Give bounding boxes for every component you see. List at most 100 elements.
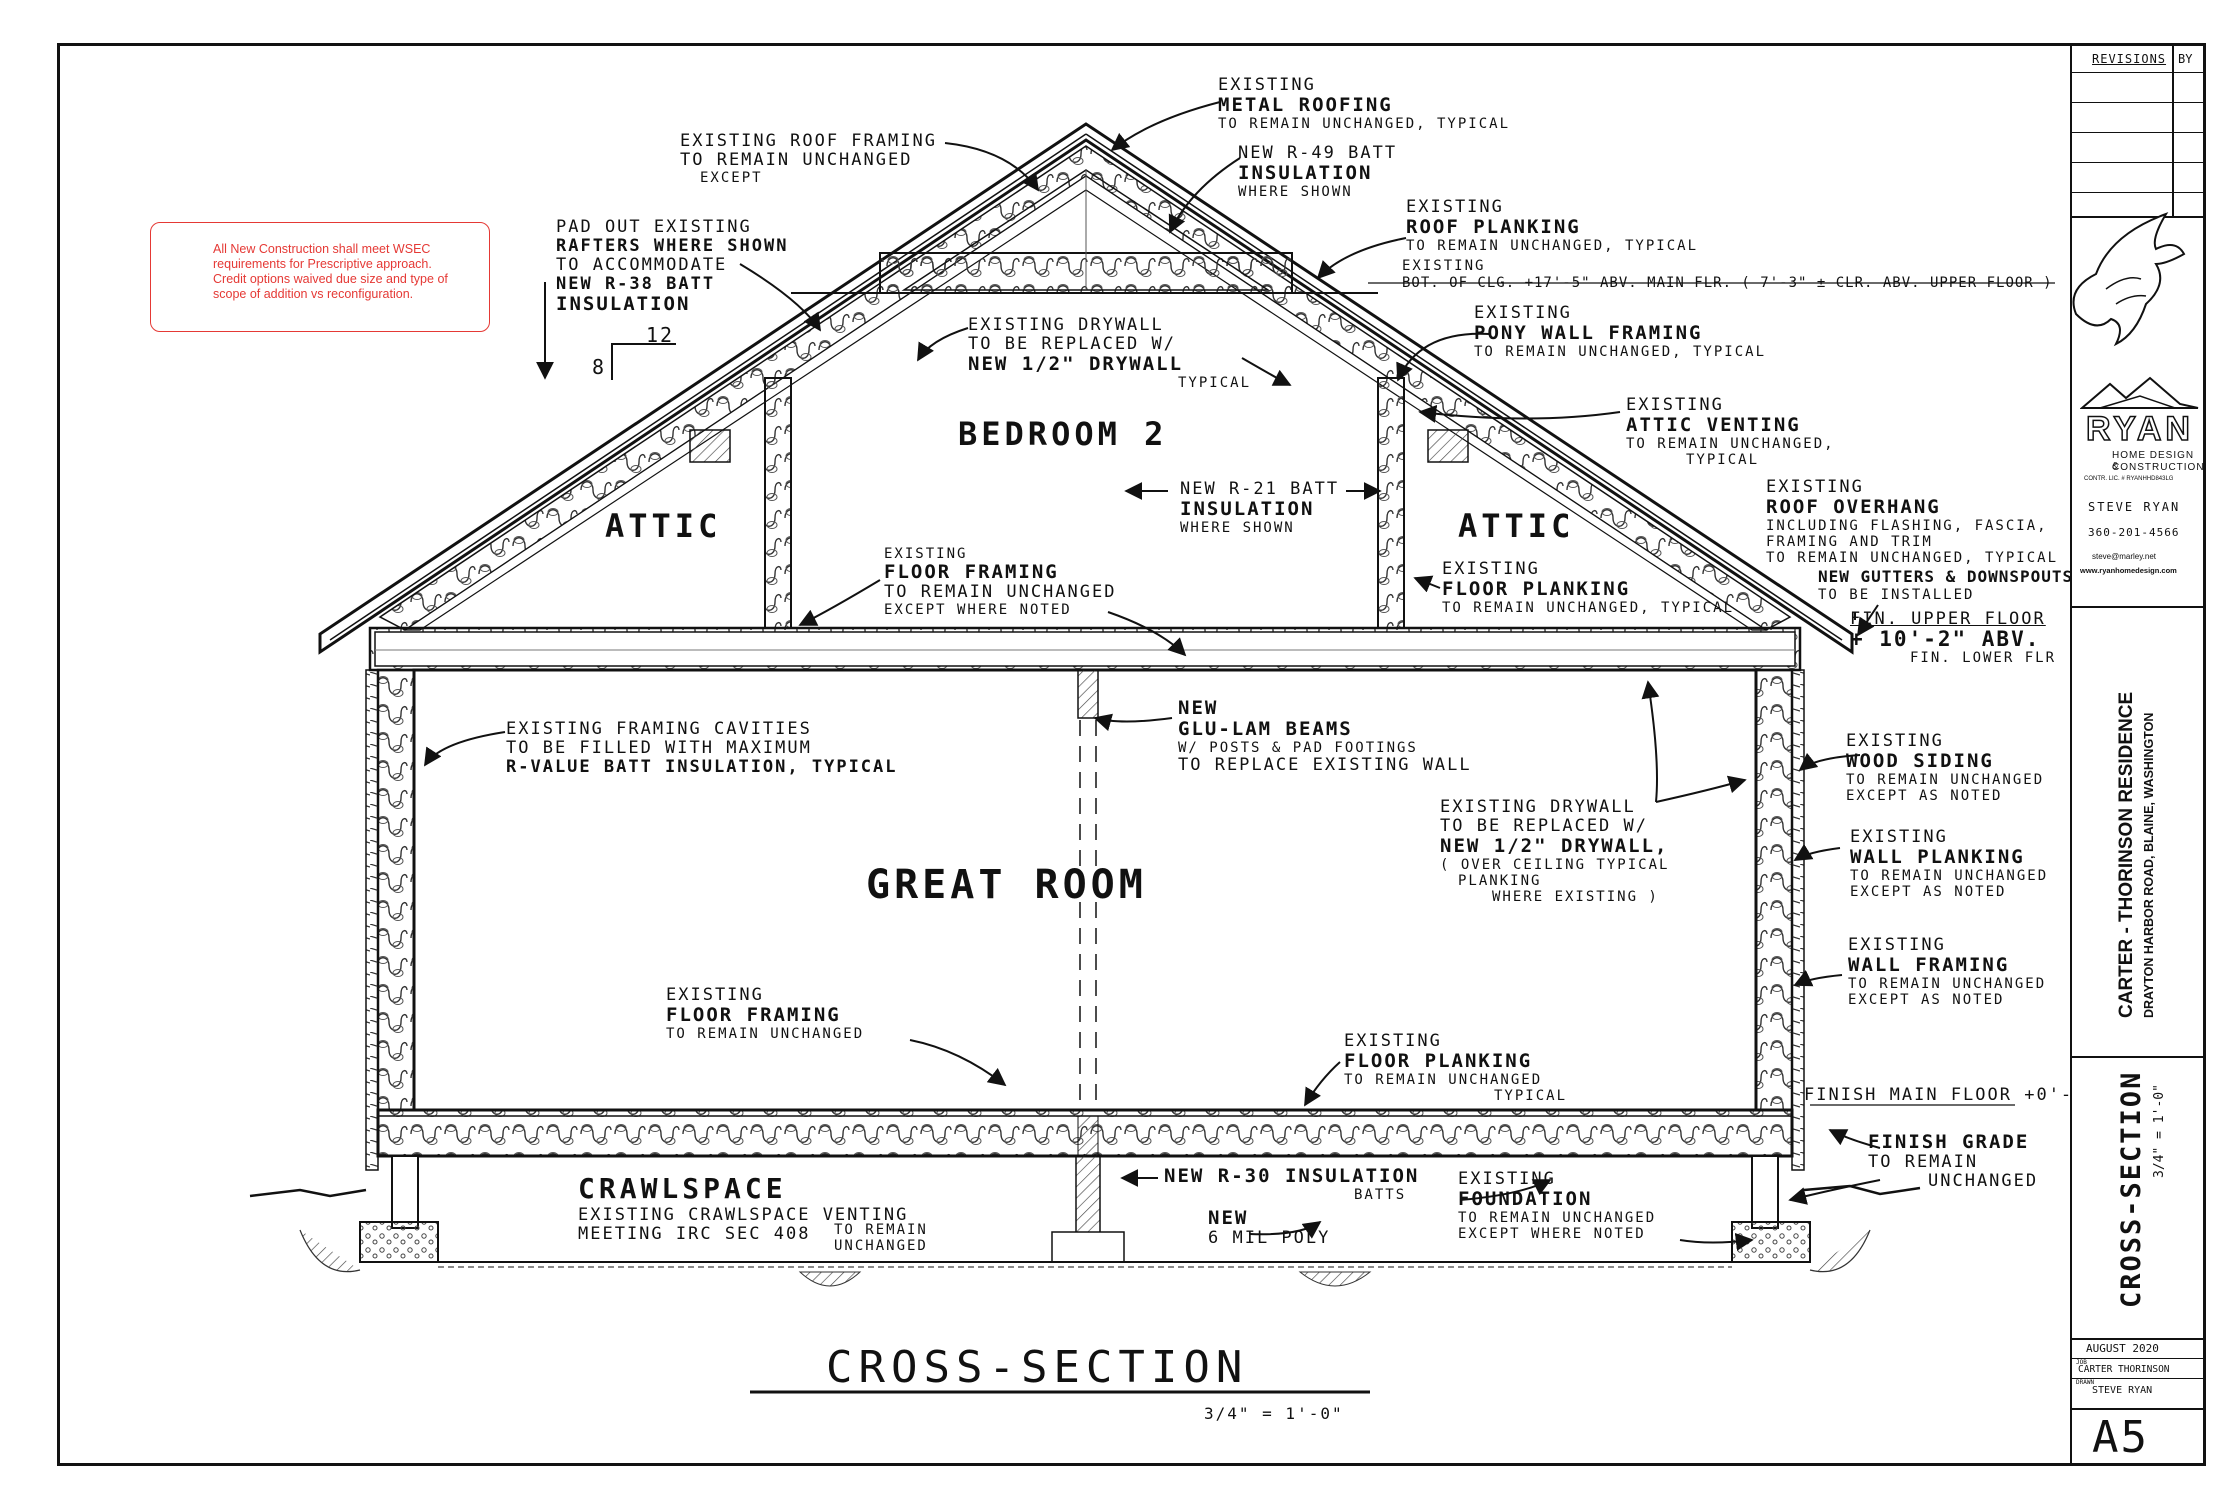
note-line: WHERE EXISTING ) (1492, 889, 1659, 905)
note-line: WHERE SHOWN (1238, 184, 1353, 200)
note-line: NEW (1208, 1207, 1249, 1229)
note-line: MEETING IRC SEC 408 (578, 1224, 811, 1244)
note-line: NEW 1/2" DRYWALL (968, 353, 1184, 375)
note-finish-main-floor: FINISH MAIN FLOOR +0'-0" (1804, 1086, 2098, 1105)
note-line: TO REMAIN UNCHANGED (1458, 1210, 1657, 1226)
note-line: FINISH MAIN FLOOR +0'-0" (1804, 1085, 2098, 1105)
note-line: TYPICAL (1494, 1088, 1568, 1104)
note-line: EXISTING DRYWALL (1440, 797, 1636, 817)
roof-pitch-symbol (611, 343, 676, 380)
note-line: EXCEPT WHERE NOTED (884, 602, 1072, 618)
note-line: TO BE REPLACED W/ (1440, 816, 1648, 836)
note-line: TO BE FILLED WITH MAXIMUM (506, 738, 812, 758)
note-line: TO REMAIN UNCHANGED, TYPICAL (1218, 116, 1511, 132)
floor-and-foundation (249, 1108, 1921, 1287)
note-line: TO REMAIN UNCHANGED, TYPICAL (1474, 344, 1767, 360)
wsec-line: scope of addition vs reconfiguration. (213, 287, 414, 301)
note-line: R-VALUE BATT INSULATION, TYPICAL (506, 757, 898, 777)
note-line: W/ POSTS & PAD FOOTINGS (1178, 740, 1418, 756)
note-line: + 10'-2" ABV. (1850, 627, 2041, 651)
pitch-rise: 8 (592, 355, 607, 379)
note-r21-insulation: NEW R-21 BATT INSULATION WHERE SHOWN (1180, 480, 1339, 537)
note-floor-planking-main: EXISTING FLOOR PLANKING TO REMAIN UNCHAN… (1344, 1032, 1568, 1105)
leader-arrows (424, 101, 1881, 1251)
note-floor-framing-upper: EXISTING FLOOR FRAMING TO REMAIN UNCHANG… (884, 546, 1116, 618)
room-label-attic-left: ATTIC (605, 507, 722, 545)
note-line: FIN. UPPER FLOOR (1850, 609, 2046, 629)
note-wall-planking: EXISTING WALL PLANKING TO REMAIN UNCHANG… (1850, 827, 2048, 901)
note-finish-grade: FINISH GRADE TO REMAIN UNCHANGED (1868, 1132, 2038, 1191)
note-line: EXISTING (1850, 827, 1948, 847)
note-r30-insulation: NEW R-30 INSULATION BATTS (1164, 1166, 1419, 1204)
note-line: TO REMAIN (834, 1222, 928, 1238)
note-line: EXCEPT AS NOTED (1848, 992, 2005, 1008)
note-line: ( OVER CEILING TYPICAL (1440, 857, 1670, 873)
upper-floor-structure (368, 169, 1802, 672)
note-line: FOUNDATION (1458, 1188, 1593, 1210)
sheet-number: A5 (2092, 1412, 2149, 1463)
note-line: TO REMAIN UNCHANGED, TYPICAL (1442, 600, 1735, 616)
job-label: JOB (2076, 1359, 2087, 1366)
note-line: RAFTERS WHERE SHOWN (556, 236, 789, 256)
project-box: CARTER - THORINSON RESIDENCE DRAYTON HAR… (2072, 606, 2203, 1056)
mountain-logo (2080, 376, 2199, 409)
note-line: EXISTING (1406, 197, 1504, 217)
note-glulam-beams: NEW GLU-LAM BEAMS W/ POSTS & PAD FOOTING… (1178, 698, 1472, 775)
company-name: RYAN (2085, 409, 2194, 449)
wsec-line: Credit options waived due size and type … (213, 272, 448, 286)
note-line: EXISTING CRAWLSPACE VENTING (578, 1205, 909, 1225)
note-line: NEW R-49 BATT (1238, 143, 1398, 163)
note-line: NEW 1/2" DRYWALL, (1440, 835, 1669, 857)
company-box: RYAN HOME DESIGN & CONSTRUCTION CONTR. L… (2072, 376, 2205, 606)
company-license: CONTR. LIC. # RYANHHD843LG (2084, 476, 2174, 482)
drawing-date: AUGUST 2020 (2086, 1342, 2159, 1355)
note-r49-insulation: NEW R-49 BATT INSULATION WHERE SHOWN (1238, 143, 1398, 201)
title-block: REVISIONS BY RYAN HOME DESIGN & CONSTRUC… (2070, 43, 2206, 1466)
note-floor-planking-upper: EXISTING FLOOR PLANKING TO REMAIN UNCHAN… (1442, 560, 1735, 617)
note-line: WALL FRAMING (1848, 954, 2010, 976)
note-line: BOT. OF CLG. +17'-5" ABV. MAIN FLR. ( 7'… (1402, 275, 2053, 291)
designer-phone: 360-201-4566 (2088, 526, 2180, 539)
note-roof-overhang: EXISTING ROOF OVERHANG INCLUDING FLASHIN… (1766, 478, 2074, 604)
project-address: DRAYTON HARBOR ROAD, BLAINE, WASHINGTON (2142, 712, 2156, 1018)
note-line: EXISTING (1626, 395, 1724, 415)
note-line: TYPICAL (1686, 452, 1760, 468)
note-line: UNCHANGED (1928, 1171, 2039, 1191)
drawing-scale: 3/4" = 1'-0" (1204, 1404, 1344, 1423)
note-wood-siding: EXISTING WOOD SIDING TO REMAIN UNCHANGED… (1846, 731, 2045, 805)
note-line: EXISTING (1218, 75, 1316, 95)
room-label-great-room: GREAT ROOM (866, 862, 1147, 908)
note-line: TO REMAIN UNCHANGED, (1626, 436, 1835, 452)
drawing-title: CROSS-SECTION (826, 1342, 1249, 1393)
note-line: TO REMAIN UNCHANGED (1846, 772, 2045, 788)
note-crawlspace-venting-remain: TO REMAIN UNCHANGED (834, 1222, 928, 1254)
note-roof-framing: EXISTING ROOF FRAMING TO REMAIN UNCHANGE… (680, 131, 937, 187)
sheet-title: CROSS-SECTION (2116, 1070, 2147, 1308)
note-line: ROOF PLANKING (1406, 216, 1581, 238)
note-line: FLOOR FRAMING (666, 1004, 841, 1026)
note-line: INSULATION (1180, 498, 1315, 520)
designer-name: STEVE RYAN (2088, 500, 2181, 514)
wsec-line: requirements for Prescriptive approach. (213, 257, 432, 271)
note-pony-wall: EXISTING PONY WALL FRAMING TO REMAIN UNC… (1474, 304, 1767, 361)
note-line: EXISTING ROOF FRAMING (680, 131, 937, 151)
company-sub1: HOME DESIGN & (2112, 450, 2195, 472)
note-line: TO REMAIN UNCHANGED (666, 1026, 865, 1042)
note-line: TYPICAL (1178, 375, 1252, 391)
note-line: ATTIC VENTING (1626, 414, 1801, 436)
note-line: EXISTING (1846, 731, 1944, 751)
note-line: TO REMAIN UNCHANGED (1848, 976, 2047, 992)
revisions-by-label: BY (2178, 52, 2193, 66)
company-sub2: CONSTRUCTION (2112, 462, 2205, 473)
note-line: NEW GUTTERS & DOWNSPOUTS (1818, 567, 2074, 586)
note-line: EXCEPT AS NOTED (1850, 884, 2007, 900)
note-line: TO REMAIN UNCHANGED (680, 150, 913, 170)
sheet-title-box: CROSS-SECTION 3/4" = 1'-0" (2072, 1056, 2203, 1338)
sheet-number-box: A5 (2072, 1408, 2203, 1466)
note-wall-framing: EXISTING WALL FRAMING TO REMAIN UNCHANGE… (1848, 936, 2047, 1009)
sheet-scale: 3/4" = 1'-0" (2152, 1084, 2167, 1178)
note-line: METAL ROOFING (1218, 94, 1393, 116)
note-line: BATTS (1354, 1187, 1407, 1203)
note-line: UNCHANGED (834, 1238, 928, 1254)
note-line: EXISTING (884, 546, 968, 562)
